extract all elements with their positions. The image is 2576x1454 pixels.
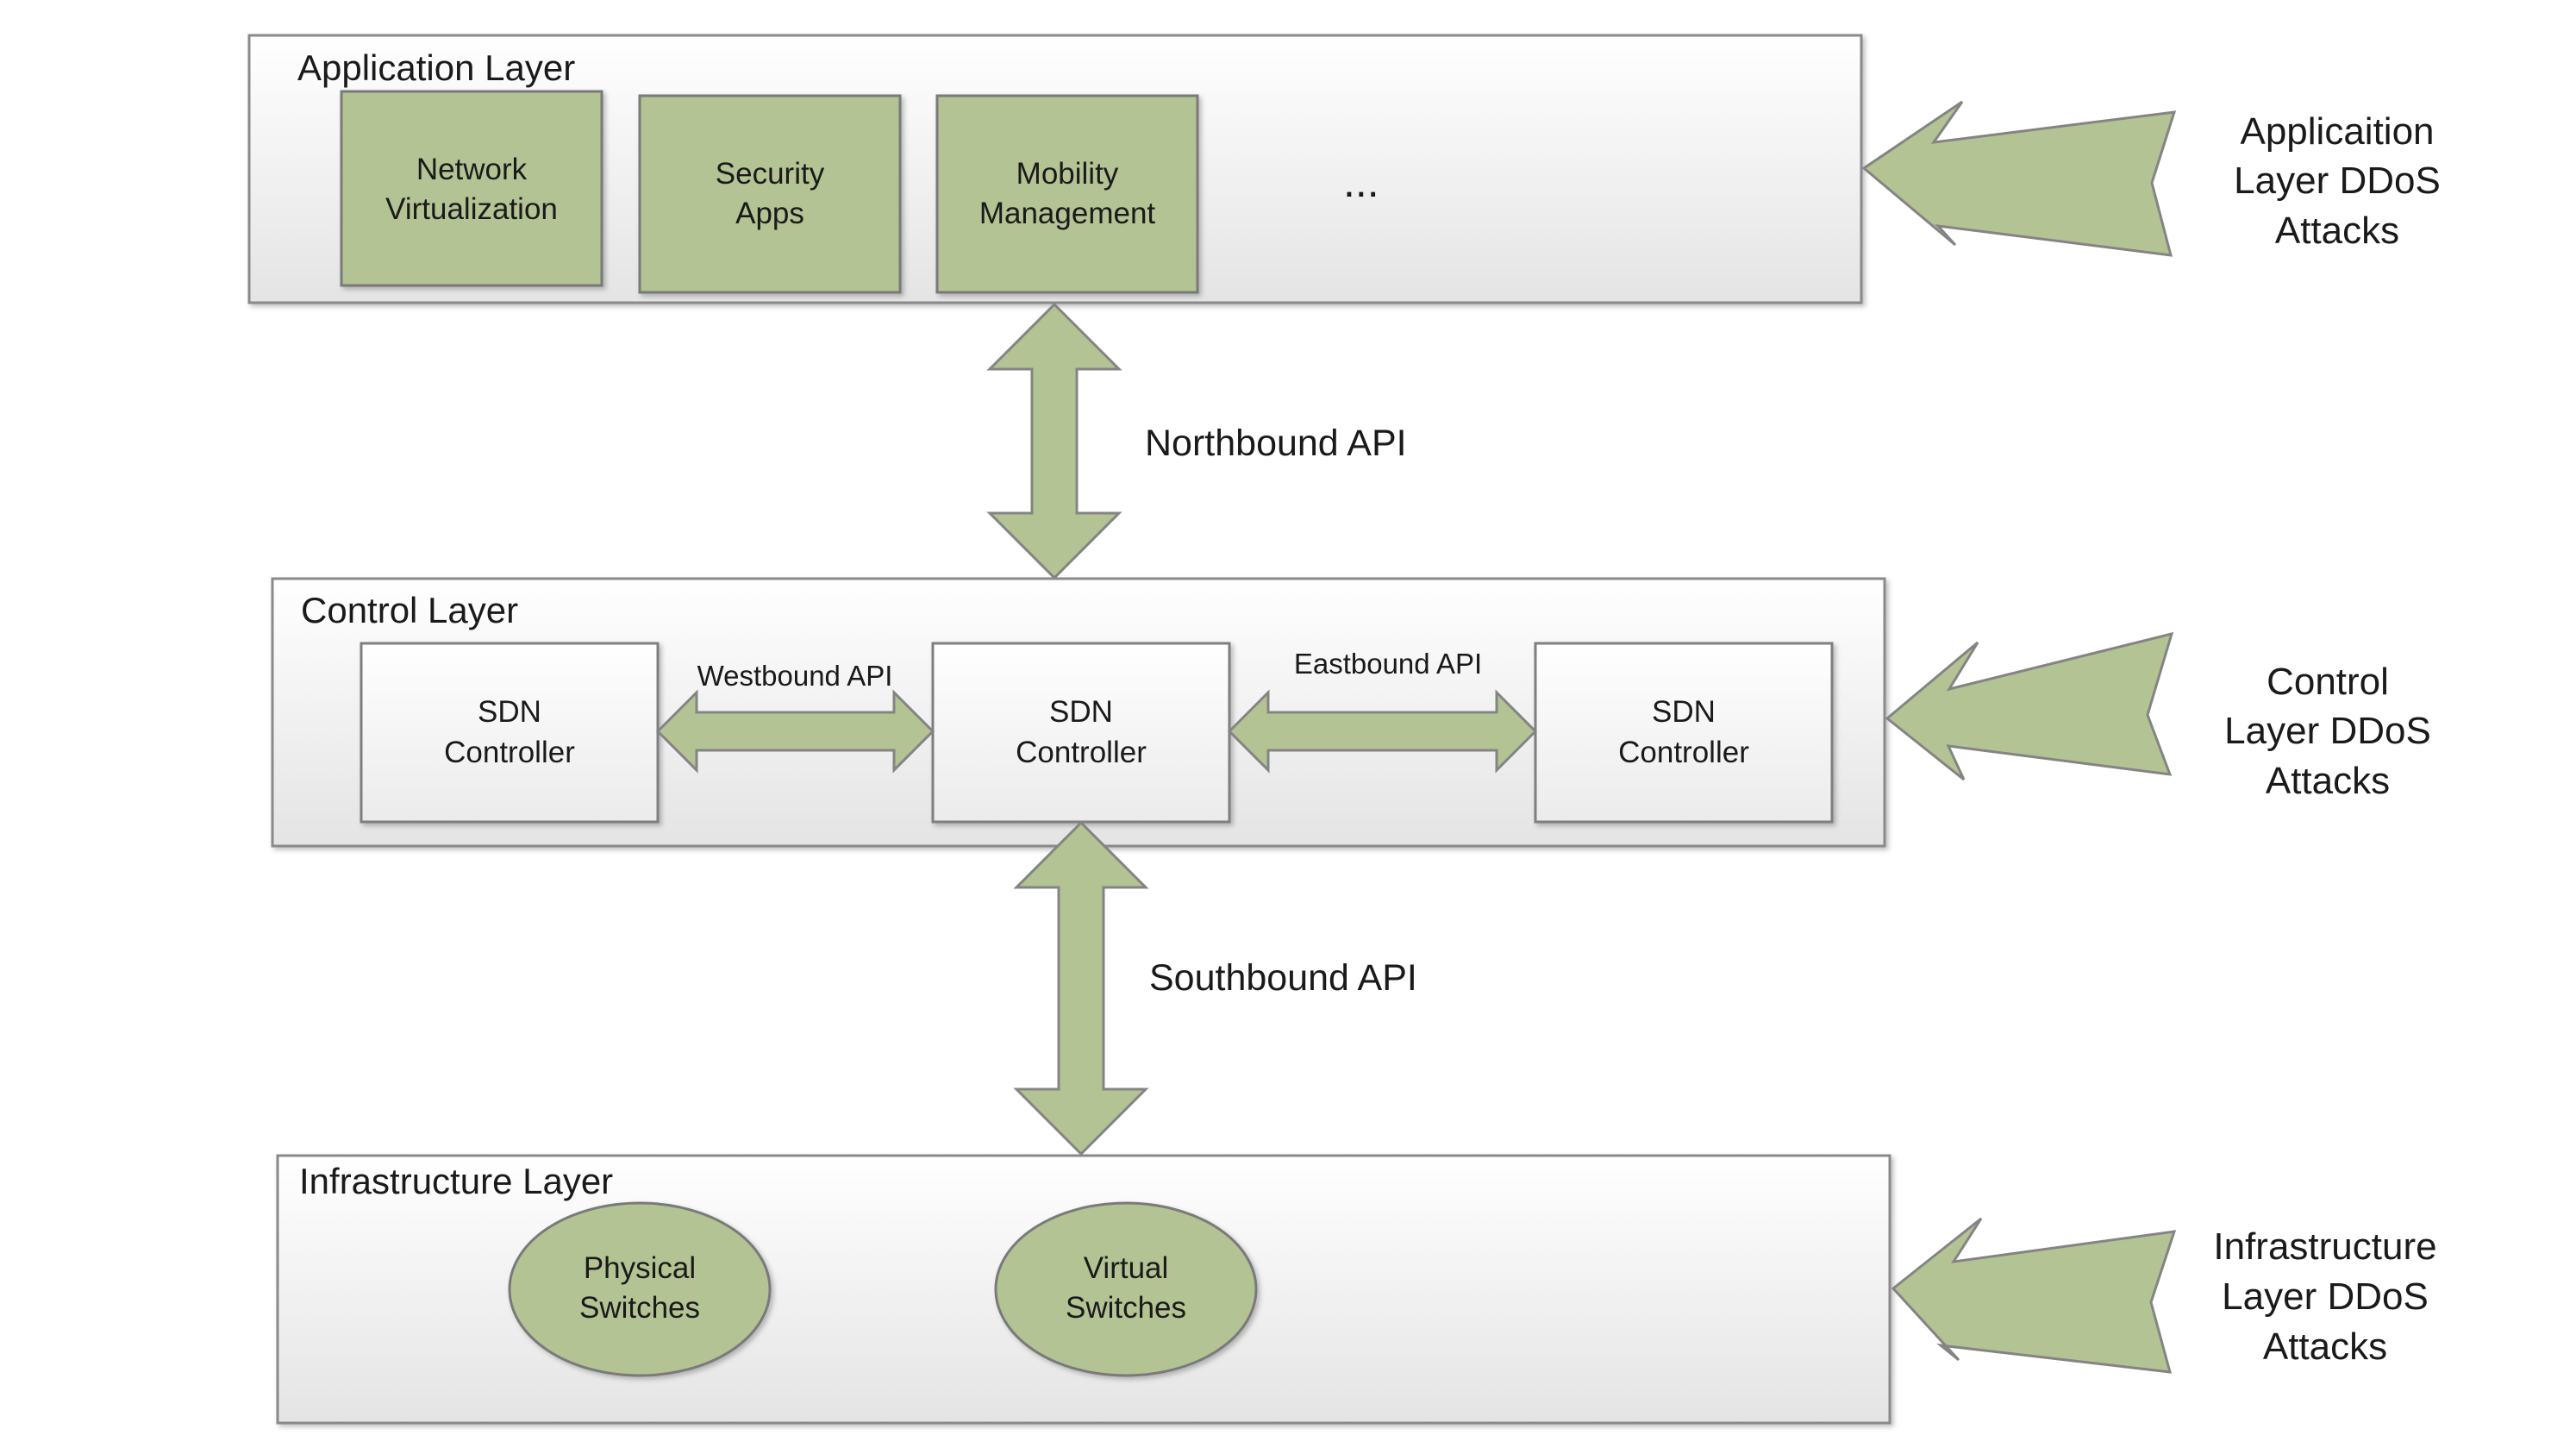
southbound-api-arrow: Southbound API (1013, 820, 1417, 1156)
switch-label-line1: Physical (584, 1251, 696, 1285)
app-label-line2: Management (979, 197, 1156, 230)
controller-label-line2: Controller (1016, 736, 1147, 769)
attack-label-line3: Attacks (2275, 210, 2399, 252)
virtual-switches: Virtual Switches (994, 1201, 1258, 1377)
attack-label-line2: Layer DDoS (2234, 160, 2441, 202)
attack-label-line2: Layer DDoS (2224, 710, 2431, 752)
attack-label-line1: Infrastructure (2213, 1225, 2436, 1268)
attack-label-line2: Layer DDoS (2222, 1275, 2429, 1318)
switch-label-line1: Virtual (1084, 1251, 1169, 1285)
application-attack-arrow (1861, 100, 2177, 257)
app-label-line1: Mobility (1016, 157, 1119, 191)
controller-label-line2: Controller (1618, 736, 1749, 769)
app-label-line2: Virtualization (385, 192, 558, 226)
attack-label-line3: Attacks (2263, 1326, 2387, 1368)
infrastructure-layer-title: Infrastructure Layer (299, 1161, 613, 1201)
application-layer: Application Layer Network Virtualization… (247, 34, 1863, 304)
controller-label-line1: SDN (478, 695, 541, 729)
controller-label-line1: SDN (1652, 695, 1716, 729)
switch-label-line2: Switches (579, 1291, 700, 1325)
westbound-api-arrow: Westbound API (655, 660, 935, 774)
application-layer-title: Application Layer (297, 47, 575, 88)
sdn-controller-center: SDN Controller (931, 642, 1231, 824)
infrastructure-layer: Infrastructure Layer Physical Switches V… (276, 1154, 1891, 1425)
control-layer-title: Control Layer (301, 590, 518, 630)
app-security-apps: Security Apps (638, 94, 902, 294)
app-network-virtualization: Network Virtualization (340, 90, 603, 287)
eastbound-api-label: Eastbound API (1294, 648, 1482, 680)
app-label-line1: Security (716, 157, 825, 191)
more-apps-ellipsis: ... (1343, 158, 1379, 206)
control-layer: Control Layer SDN Controller SDN Control… (271, 577, 1886, 848)
infrastructure-attack-label: Infrastructure Layer DDoS Attacks (2213, 1225, 2436, 1368)
control-attack-label: Control Layer DDoS Attacks (2224, 661, 2431, 802)
application-attack-label: Applicaition Layer DDoS Attacks (2234, 110, 2441, 252)
attack-label-line1: Applicaition (2240, 110, 2434, 153)
controller-label-line1: SDN (1049, 695, 1113, 729)
eastbound-api-arrow: Eastbound API (1227, 648, 1538, 774)
attack-label-line1: Control (2267, 661, 2389, 703)
controller-label-line2: Controller (444, 736, 575, 769)
physical-switches: Physical Switches (508, 1201, 772, 1377)
southbound-api-label: Southbound API (1149, 957, 1417, 999)
switch-label-line2: Switches (1066, 1291, 1186, 1325)
northbound-api-arrow: Northbound API (986, 302, 1407, 580)
northbound-api-label: Northbound API (1145, 423, 1407, 464)
sdn-controller-left: SDN Controller (360, 642, 660, 824)
attack-label-line3: Attacks (2266, 760, 2390, 802)
control-attack-arrow (1885, 631, 2174, 781)
sdn-controller-right: SDN Controller (1534, 642, 1834, 824)
app-label-line2: Apps (735, 197, 804, 230)
westbound-api-label: Westbound API (697, 660, 893, 692)
app-mobility-management: Mobility Management (935, 94, 1199, 294)
app-label-line1: Network (416, 153, 528, 186)
infrastructure-attack-arrow (1891, 1217, 2177, 1374)
